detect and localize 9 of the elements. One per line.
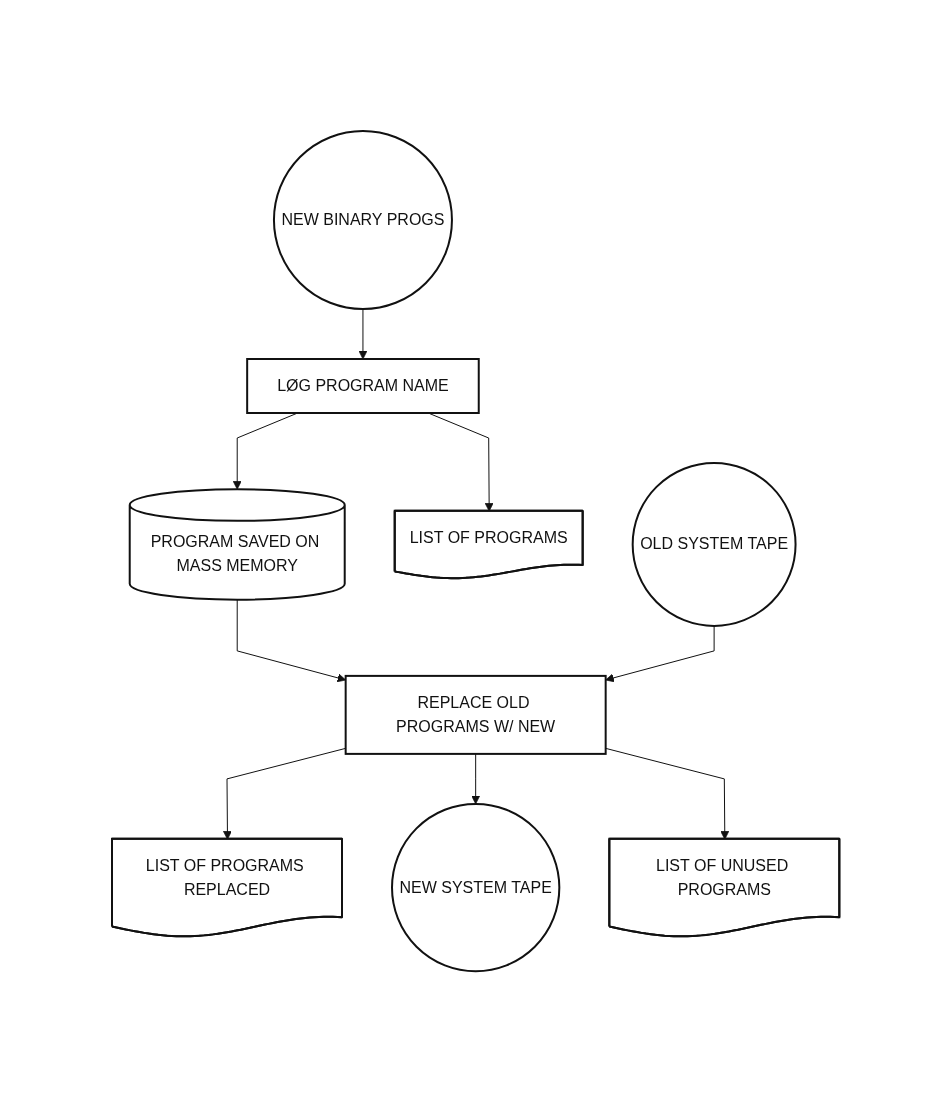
node-circle: NEW SYSTEM TAPE <box>390 803 561 973</box>
arrow <box>236 599 346 683</box>
arrow <box>358 308 368 360</box>
node-circle: OLD SYSTEM TAPE <box>631 462 797 628</box>
node-box: LØG PROGRAM NAME <box>246 358 480 415</box>
arrow <box>605 625 715 683</box>
arrow <box>471 753 480 805</box>
node-box: REPLACE OLD PROGRAMS W/ NEW <box>344 675 607 756</box>
node-circle: NEW BINARY PROGS <box>272 130 453 311</box>
